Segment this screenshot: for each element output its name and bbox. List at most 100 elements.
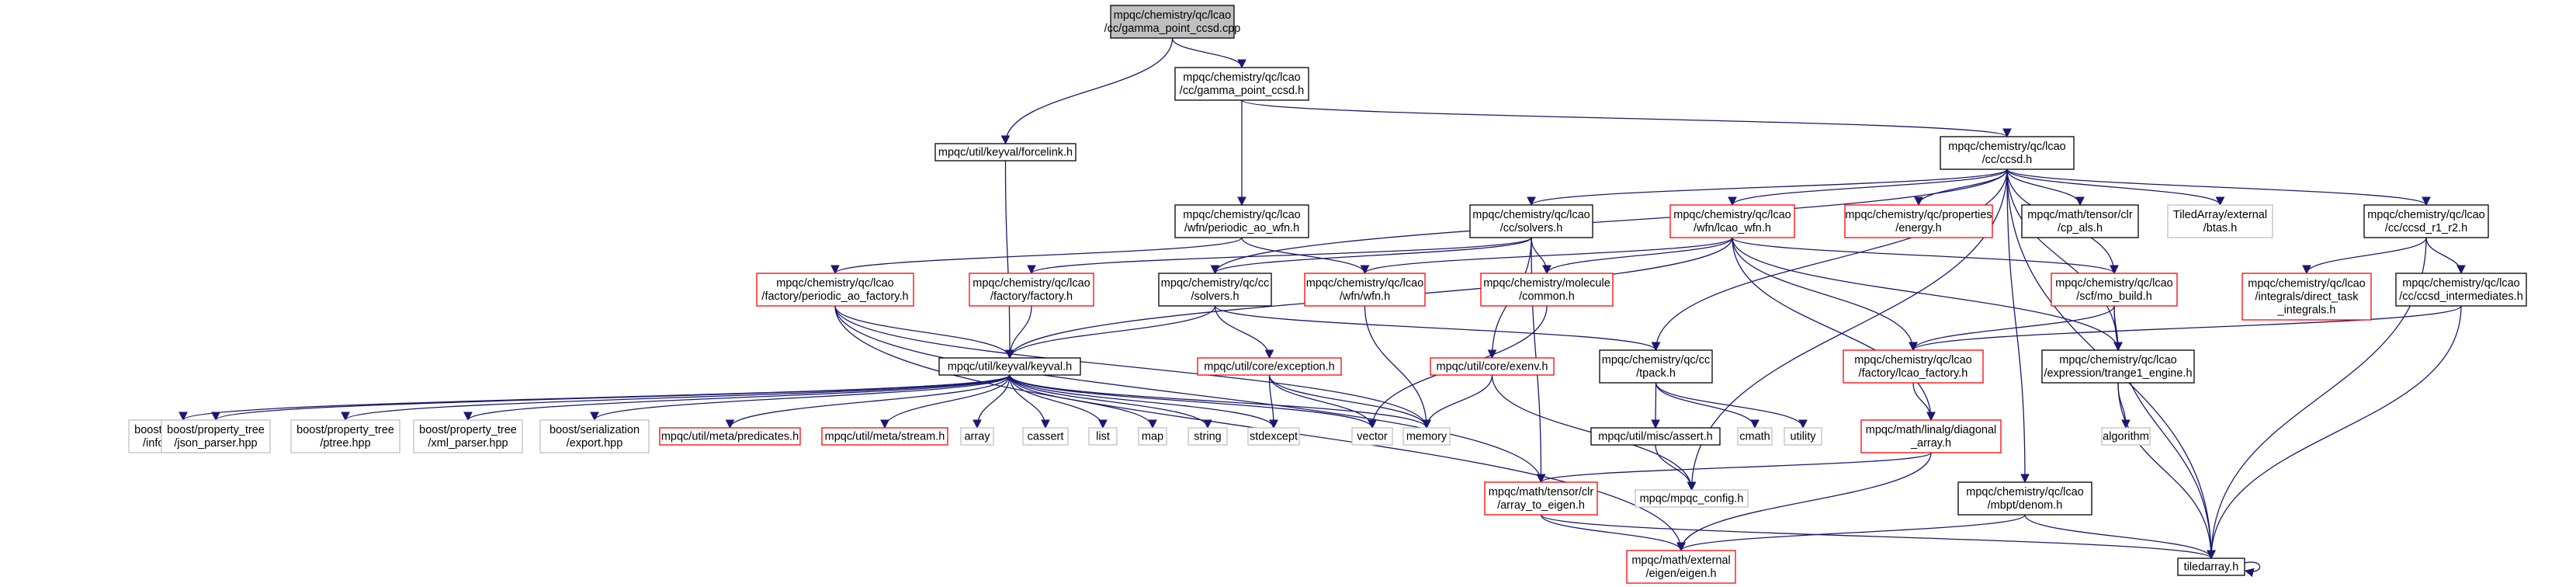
node-ccsd_intermediates[interactable]: mpqc/chemistry/qc/lcao/cc/ccsd_intermedi… (2395, 273, 2527, 307)
node-box-keyval_h (938, 357, 1081, 376)
node-periodic_ao_factory[interactable]: mpqc/chemistry/qc/lcao/factory/periodic_… (756, 273, 914, 307)
node-periodic_ao_wfn[interactable]: mpqc/chemistry/qc/lcao/wfn/periodic_ao_w… (1174, 204, 1309, 238)
edge-cc_solvers_lcao-to-factory_h (1027, 237, 1532, 275)
node-label-direct_task_integrals-line-2: _integrals.h (2277, 304, 2336, 317)
node-box-factory_h (969, 273, 1094, 307)
node-label-ptree-line-0: boost/property_tree (296, 424, 394, 436)
node-box-periodic_ao_wfn (1174, 204, 1309, 238)
edge-lcao_wfn-to-trange1_engine (1732, 237, 2123, 352)
node-label-stream_h-line-0: mpqc/util/meta/stream.h (825, 431, 945, 443)
node-label-tpack_h-line-1: /tpack.h (1636, 367, 1676, 380)
node-cc_solvers_lcao[interactable]: mpqc/chemistry/qc/lcao/cc/solvers.h (1469, 204, 1593, 238)
node-root[interactable]: mpqc/chemistry/qc/lcao/cc/gamma_point_cc… (1104, 5, 1241, 39)
edge-keyval_h-to-map (1009, 374, 1157, 429)
node-label-periodic_ao_wfn-line-1: /wfn/periodic_ao_wfn.h (1184, 222, 1299, 234)
node-label-eigen_h-line-0: mpqc/math/external (1631, 554, 1730, 567)
edge-periodic_ao_factory-to-array_to_eigen (834, 305, 1546, 484)
node-label-json_parser-line-0: boost/property_tree (167, 424, 265, 436)
node-mo_build[interactable]: mpqc/chemistry/qc/lcao/scf/mo_build.h (2051, 273, 2178, 307)
node-cp_als[interactable]: mpqc/math/tensor/clr/cp_als.h (2021, 204, 2139, 238)
node-lcao_factory[interactable]: mpqc/chemistry/qc/lcao/factory/lcao_fact… (1843, 349, 1984, 384)
node-label-root-line-1: /cc/gamma_point_ccsd.cpp (1104, 23, 1241, 35)
node-forcelink[interactable]: mpqc/util/keyval/forcelink.h (934, 143, 1077, 162)
node-predicates[interactable]: mpqc/util/meta/predicates.h (659, 427, 801, 446)
node-ccsd_r1_r2[interactable]: mpqc/chemistry/qc/lcao/cc/ccsd_r1_r2.h (2363, 204, 2489, 238)
node-label-eigen_h-line-1: /eigen/eigen.h (1645, 568, 1716, 580)
node-label-stdexcept-line-0: stdexcept (1250, 431, 1298, 443)
edge-misc_assert-to-mpqc_config (1655, 444, 1697, 491)
node-label-tiledarray_btas-line-1: /btas.h (2203, 222, 2238, 234)
node-factory_h[interactable]: mpqc/chemistry/qc/lcao/factory/factory.h (969, 273, 1094, 307)
node-box-cc_solvers_lcao (1469, 204, 1593, 238)
edge-ccsd_r1_r2-to-ccsd_intermediates (2425, 237, 2466, 275)
node-properties_energy[interactable]: mpqc/chemistry/qc/properties/energy.h (1844, 204, 1993, 238)
node-box-wfn_h (1304, 273, 1426, 307)
node-box-ccsd_intermediates (2395, 273, 2527, 307)
node-array_to_eigen[interactable]: mpqc/math/tensor/clr/array_to_eigen.h (1484, 481, 1598, 516)
node-boost_export: boost/serialization/export.hpp (539, 419, 650, 453)
node-label-gpccsd_h-line-1: /cc/gamma_point_ccsd.h (1180, 85, 1304, 97)
edge-keyval_h-to-json_parser (211, 374, 1011, 422)
nodes-layer: mpqc/chemistry/qc/lcao/cc/gamma_point_cc… (128, 5, 2527, 584)
node-label-ccsd_r1_r2-line-1: /cc/ccsd_r1_r2.h (2385, 222, 2467, 234)
node-tpack_h[interactable]: mpqc/chemistry/qc/cc/tpack.h (1599, 349, 1713, 384)
node-label-factory_h-line-0: mpqc/chemistry/qc/lcao (973, 277, 1090, 290)
node-gpccsd_h[interactable]: mpqc/chemistry/qc/lcao/cc/gamma_point_cc… (1174, 67, 1309, 101)
node-label-ptree-line-1: /ptree.hpp (320, 437, 370, 450)
edge-keyval_h-to-array (973, 374, 1011, 429)
node-denom_h[interactable]: mpqc/chemistry/qc/lcao/mbpt/denom.h (1957, 481, 2092, 516)
node-label-mo_build-line-1: /scf/mo_build.h (2076, 290, 2152, 303)
edge-tpack_h-to-cmath (1655, 382, 1760, 429)
node-label-wfn_h-line-0: mpqc/chemistry/qc/lcao (1306, 277, 1424, 290)
node-wfn_h[interactable]: mpqc/chemistry/qc/lcao/wfn/wfn.h (1304, 273, 1426, 307)
node-qc_cc_solvers[interactable]: mpqc/chemistry/qc/cc/solvers.h (1158, 273, 1272, 307)
edge-ccsd_h-to-lcao_wfn (1728, 168, 2008, 207)
edge-keyval_h-to-boost_export (590, 374, 1011, 422)
node-label-algorithm-line-0: algorithm (2103, 431, 2149, 443)
edge-tpack_h-to-utility (1655, 382, 1808, 429)
edge-ccsd_h-to-cp_als (2006, 168, 2085, 207)
node-trange1_engine[interactable]: mpqc/chemistry/qc/lcao/expression/trange… (2041, 349, 2195, 384)
node-box-json_parser (161, 419, 271, 453)
node-label-exenv_h-line-0: mpqc/util/core/exenv.h (1437, 361, 1548, 373)
node-label-molecule_common-line-1: /common.h (1519, 290, 1575, 303)
node-lcao_wfn[interactable]: mpqc/chemistry/qc/lcao/wfn/lcao_wfn.h (1669, 204, 1795, 238)
node-diagonal_array[interactable]: mpqc/math/linalg/diagonal_array.h (1860, 419, 2002, 453)
edge-ccsd_h-to-denom_h (2006, 168, 2030, 484)
node-label-lcao_factory-line-1: /factory/lcao_factory.h (1859, 367, 1968, 380)
node-eigen_h[interactable]: mpqc/math/external/eigen/eigen.h (1626, 550, 1736, 584)
node-direct_task_integrals[interactable]: mpqc/chemistry/qc/lcao/integrals/direct_… (2241, 273, 2372, 321)
node-label-predicates-line-0: mpqc/util/meta/predicates.h (661, 431, 799, 443)
node-tiledarray_h[interactable]: tiledarray.h (2177, 557, 2245, 576)
node-label-map-line-0: map (1142, 431, 1163, 443)
node-label-periodic_ao_factory-line-0: mpqc/chemistry/qc/lcao (776, 277, 894, 290)
node-exenv_h[interactable]: mpqc/util/core/exenv.h (1430, 357, 1555, 376)
edge-lcao_wfn-to-wfn_h (1360, 237, 1733, 275)
edge-tiledarray_h-to-tiledarray_h (2244, 561, 2261, 578)
node-box-memory (1402, 427, 1451, 446)
node-exception_h[interactable]: mpqc/util/core/exception.h (1197, 357, 1342, 376)
node-stream_h[interactable]: mpqc/util/meta/stream.h (821, 427, 948, 446)
node-array: array (960, 427, 994, 446)
node-label-root-line-0: mpqc/chemistry/qc/lcao (1114, 9, 1232, 22)
node-label-exception_h-line-0: mpqc/util/core/exception.h (1204, 361, 1334, 373)
edge-ccsd_h-to-tiledarray_btas (2006, 168, 2225, 207)
node-keyval_h[interactable]: mpqc/util/keyval/keyval.h (938, 357, 1081, 376)
node-box-tpack_h (1599, 349, 1713, 384)
edge-diagonal_array-to-eigen_h (1676, 452, 1932, 552)
edge-array_to_eigen-to-eigen_h (1540, 514, 1686, 552)
edge-forcelink-to-keyval_h (1004, 160, 1014, 359)
node-label-periodic_ao_factory-line-1: /factory/periodic_ao_factory.h (761, 290, 908, 303)
node-label-direct_task_integrals-line-1: /integrals/direct_task (2255, 291, 2359, 304)
node-misc_assert[interactable]: mpqc/util/misc/assert.h (1590, 427, 1721, 446)
node-ccsd_h[interactable]: mpqc/chemistry/qc/lcao/cc/ccsd.h (1940, 136, 2075, 170)
node-molecule_common[interactable]: mpqc/chemistry/molecule/common.h (1480, 273, 1614, 307)
edge-keyval_h-to-vector (1009, 374, 1377, 429)
edge-gpccsd_h-to-ccsd_h (1241, 99, 2012, 138)
node-box-forcelink (934, 143, 1077, 162)
edge-root-to-forcelink (1000, 37, 1174, 145)
node-box-mpqc_config (1635, 489, 1749, 508)
edge-denom_h-to-eigen_h (1676, 514, 2026, 552)
edge-exception_h-to-vector (1268, 374, 1377, 429)
node-label-ccsd_intermediates-line-1: /cc/ccsd_intermediates.h (2399, 290, 2523, 303)
